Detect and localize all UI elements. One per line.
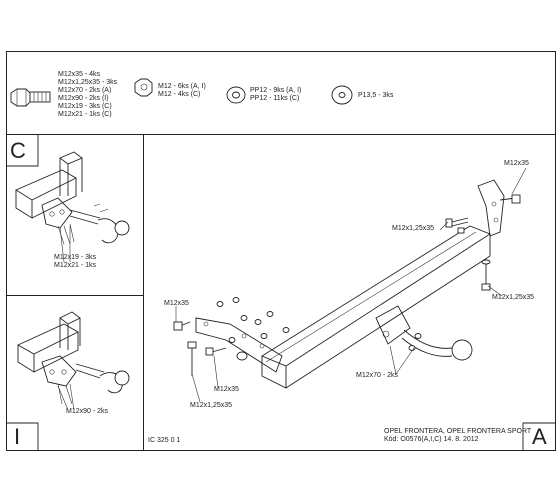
bolt-legend-line: M12x90 - 2ks (I) bbox=[58, 95, 109, 102]
bolt-legend-line: M12x70 - 2ks (A) bbox=[58, 87, 112, 94]
panel-i-letter-box bbox=[6, 422, 39, 451]
panel-a-letter: A bbox=[532, 424, 547, 449]
panel-c-letter-box bbox=[6, 134, 39, 167]
panel-c-letter: C bbox=[10, 138, 26, 163]
panel-i-hitch-drawing bbox=[17, 311, 130, 405]
label-bracket-bolt: M12x1,25x35 bbox=[392, 225, 435, 232]
panel-a-hitch-drawing bbox=[57, 167, 527, 411]
label-right-lower-bolt: M12x1,25x35 bbox=[492, 294, 535, 301]
nut-icon bbox=[134, 78, 153, 97]
washer-legend-line: PP12 - 11ks (C) bbox=[250, 95, 300, 102]
vehicle-name: OPEL FRONTERA, OPEL FRONTERA SPORT bbox=[384, 428, 532, 435]
washer-legend-line: PP12 - 9ks (A, I) bbox=[250, 87, 302, 94]
label-hitch-bolt: M12x70 - 2ks bbox=[356, 372, 399, 379]
washer-icon bbox=[226, 86, 246, 104]
panel-i-letter: I bbox=[14, 424, 21, 449]
panel-c-label: M12x19 - 3ks bbox=[54, 254, 97, 261]
label-left-lower-bolt: M12x1,25x35 bbox=[190, 402, 233, 409]
nut-legend-line: M12 - 6ks (A, I) bbox=[158, 83, 206, 90]
bolt-icon bbox=[10, 88, 51, 107]
panel-i-label: M12x90 - 2ks bbox=[66, 408, 109, 415]
nut-legend-line: M12 - 4ks (C) bbox=[158, 91, 201, 98]
code-line: Kód: O0576(A,I,C) 14. 8. 2012 bbox=[384, 436, 479, 443]
label-mid-bolt: M12x35 bbox=[214, 386, 239, 393]
plate-washer-icon bbox=[331, 85, 353, 105]
label-top-right-bolt: M12x35 bbox=[504, 160, 529, 167]
panel-a-letter-box bbox=[522, 422, 556, 451]
drawing-code: IC 325 0 1 bbox=[148, 437, 181, 444]
plate-legend-line: P13,5 - 3ks bbox=[358, 92, 394, 99]
panel-c-label: M12x21 - 1ks bbox=[54, 262, 97, 269]
bolt-legend-line: M12x1,25x35 - 3ks bbox=[58, 79, 118, 86]
panel-a-box bbox=[143, 134, 556, 451]
bolt-legend-line: M12x35 - 4ks bbox=[58, 71, 101, 78]
bolt-legend-line: M12x21 - 1ks (C) bbox=[58, 111, 112, 118]
label-left-bolt: M12x35 bbox=[164, 300, 189, 307]
panel-c-hitch-drawing bbox=[15, 151, 130, 245]
bolt-legend-line: M12x19 - 3ks (C) bbox=[58, 103, 112, 110]
